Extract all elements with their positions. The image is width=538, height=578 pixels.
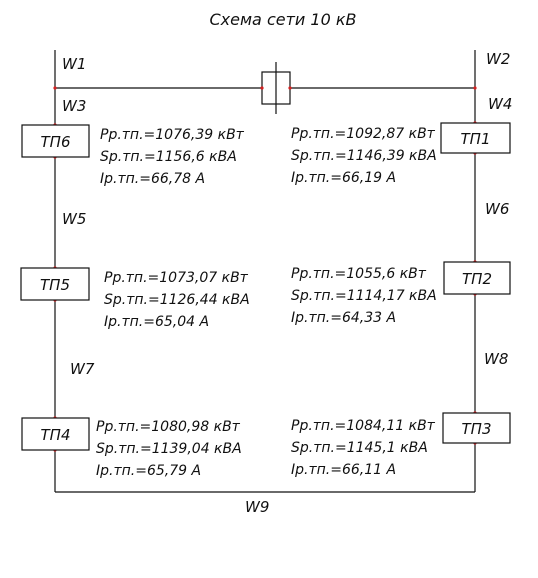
active-power-value: Pр.тп.=1084,11 кВт — [291, 418, 436, 434]
substation-tp6: ТП6 Pр.тп.=1076,39 кВт Sр.тп.=1156,6 кВА… — [21, 124, 245, 187]
substation-tp2: ТП2 Pр.тп.=1055,6 кВт Sр.тп.=1114,17 кВА… — [291, 261, 511, 326]
junction-dot — [53, 86, 57, 90]
line-label-w3: W3 — [62, 97, 86, 115]
current-value: Iр.тп.=66,78 А — [100, 171, 205, 187]
substation-name: ТП4 — [41, 426, 71, 444]
junction-dot — [260, 86, 264, 90]
line-label-w1: W1 — [62, 55, 86, 73]
current-value: Iр.тп.=65,04 А — [104, 314, 209, 330]
diagram-title: Схема сети 10 кВ — [210, 10, 357, 29]
substation-tp4: ТП4 Pр.тп.=1080,98 кВт Sр.тп.=1139,04 кВ… — [21, 417, 242, 479]
current-value: Iр.тп.=65,79 А — [96, 463, 201, 479]
line-label-w4: W4 — [488, 95, 512, 113]
active-power-value: Pр.тп.=1092,87 кВт — [291, 126, 436, 142]
line-label-w6: W6 — [485, 200, 509, 218]
substation-box — [21, 417, 90, 451]
substation-name: ТП5 — [40, 276, 70, 294]
active-power-value: Pр.тп.=1073,07 кВт — [104, 270, 249, 286]
substation-tp3: ТП3 Pр.тп.=1084,11 кВт Sр.тп.=1145,1 кВА… — [291, 412, 511, 478]
substation-name: ТП3 — [462, 420, 492, 438]
line-label-w9: W9 — [245, 498, 269, 516]
current-value: Iр.тп.=64,33 А — [291, 310, 396, 326]
active-power-value: Pр.тп.=1076,39 кВт — [100, 127, 245, 143]
substation-box — [442, 412, 511, 444]
apparent-power-value: Sр.тп.=1145,1 кВА — [291, 440, 428, 456]
substation-tp5: ТП5 Pр.тп.=1073,07 кВт Sр.тп.=1126,44 кВ… — [20, 267, 250, 330]
apparent-power-value: Sр.тп.=1139,04 кВА — [96, 441, 242, 457]
line-label-w5: W5 — [62, 210, 86, 228]
current-value: Iр.тп.=66,11 А — [291, 462, 396, 478]
wiring — [54, 50, 476, 493]
line-labels: W1 W2 W3 W4 W5 W6 W7 W8 W9 — [62, 50, 512, 516]
substation-box — [440, 122, 511, 154]
apparent-power-value: Sр.тп.=1156,6 кВА — [100, 149, 237, 165]
substation-box — [20, 267, 90, 301]
current-value: Iр.тп.=66,19 А — [291, 170, 396, 186]
junction-dot — [288, 86, 292, 90]
substation-box — [443, 261, 511, 295]
substation-name: ТП2 — [462, 270, 492, 288]
substation-name: ТП1 — [461, 130, 491, 148]
line-label-w2: W2 — [486, 50, 510, 68]
line-label-w8: W8 — [484, 350, 508, 368]
active-power-value: Pр.тп.=1055,6 кВт — [291, 266, 427, 282]
substation-tp1: ТП1 Pр.тп.=1092,87 кВт Sр.тп.=1146,39 кВ… — [291, 122, 511, 186]
line-label-w7: W7 — [70, 360, 95, 378]
junction-dot — [473, 86, 477, 90]
section-switch — [260, 62, 292, 114]
apparent-power-value: Sр.тп.=1126,44 кВА — [104, 292, 250, 308]
substation-name: ТП6 — [41, 133, 71, 151]
apparent-power-value: Sр.тп.=1114,17 кВА — [291, 288, 437, 304]
substation-box — [21, 124, 90, 158]
apparent-power-value: Sр.тп.=1146,39 кВА — [291, 148, 437, 164]
active-power-value: Pр.тп.=1080,98 кВт — [96, 419, 241, 435]
